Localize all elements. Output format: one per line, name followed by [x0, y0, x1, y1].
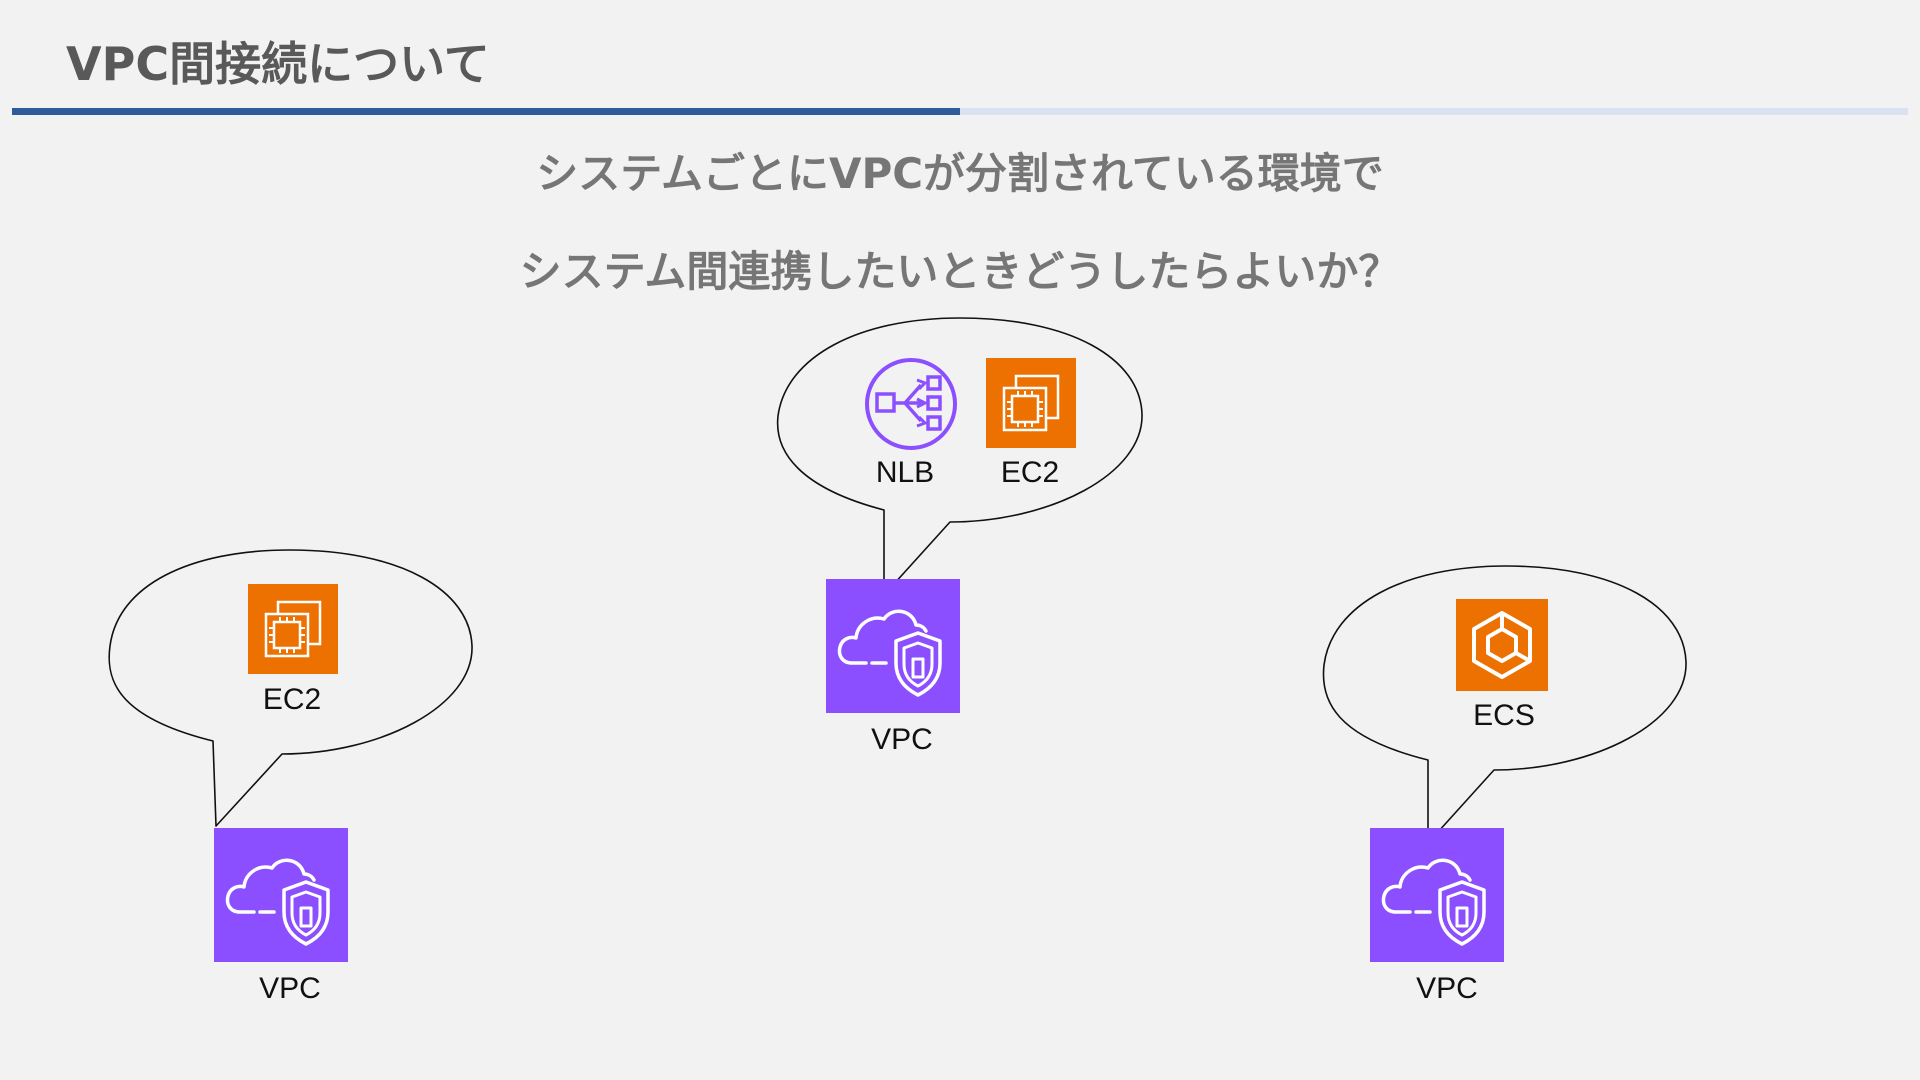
- title-underline-light: [960, 108, 1908, 115]
- title-underline-accent: [12, 108, 960, 115]
- ecs-label: ECS: [1473, 699, 1535, 732]
- slide-title: VPC間接続について: [66, 37, 490, 91]
- ec2-label: EC2: [262, 683, 322, 716]
- ecs-icon: [1456, 599, 1548, 691]
- nlb-label: NLB: [875, 456, 935, 489]
- ec2-icon: [984, 356, 1078, 450]
- vpc-label: VPC: [871, 723, 933, 756]
- ec2-icon: [246, 582, 340, 676]
- vpc-label: VPC: [1416, 972, 1478, 1005]
- vpc-label: VPC: [259, 972, 321, 1005]
- nlb-icon: [865, 358, 957, 450]
- vpc-icon: [824, 577, 962, 715]
- vpc-icon: [1368, 826, 1506, 964]
- ec2-label: EC2: [1000, 456, 1060, 489]
- question-line-2: システム間連携したいときどうしたらよいか？: [519, 247, 1401, 296]
- callout-bubble-left: [108, 549, 473, 827]
- vpc-icon: [212, 826, 350, 964]
- callout-bubble-right: [1322, 565, 1687, 844]
- question-line-1: システムごとにVPCが分割されている環境で: [536, 149, 1384, 198]
